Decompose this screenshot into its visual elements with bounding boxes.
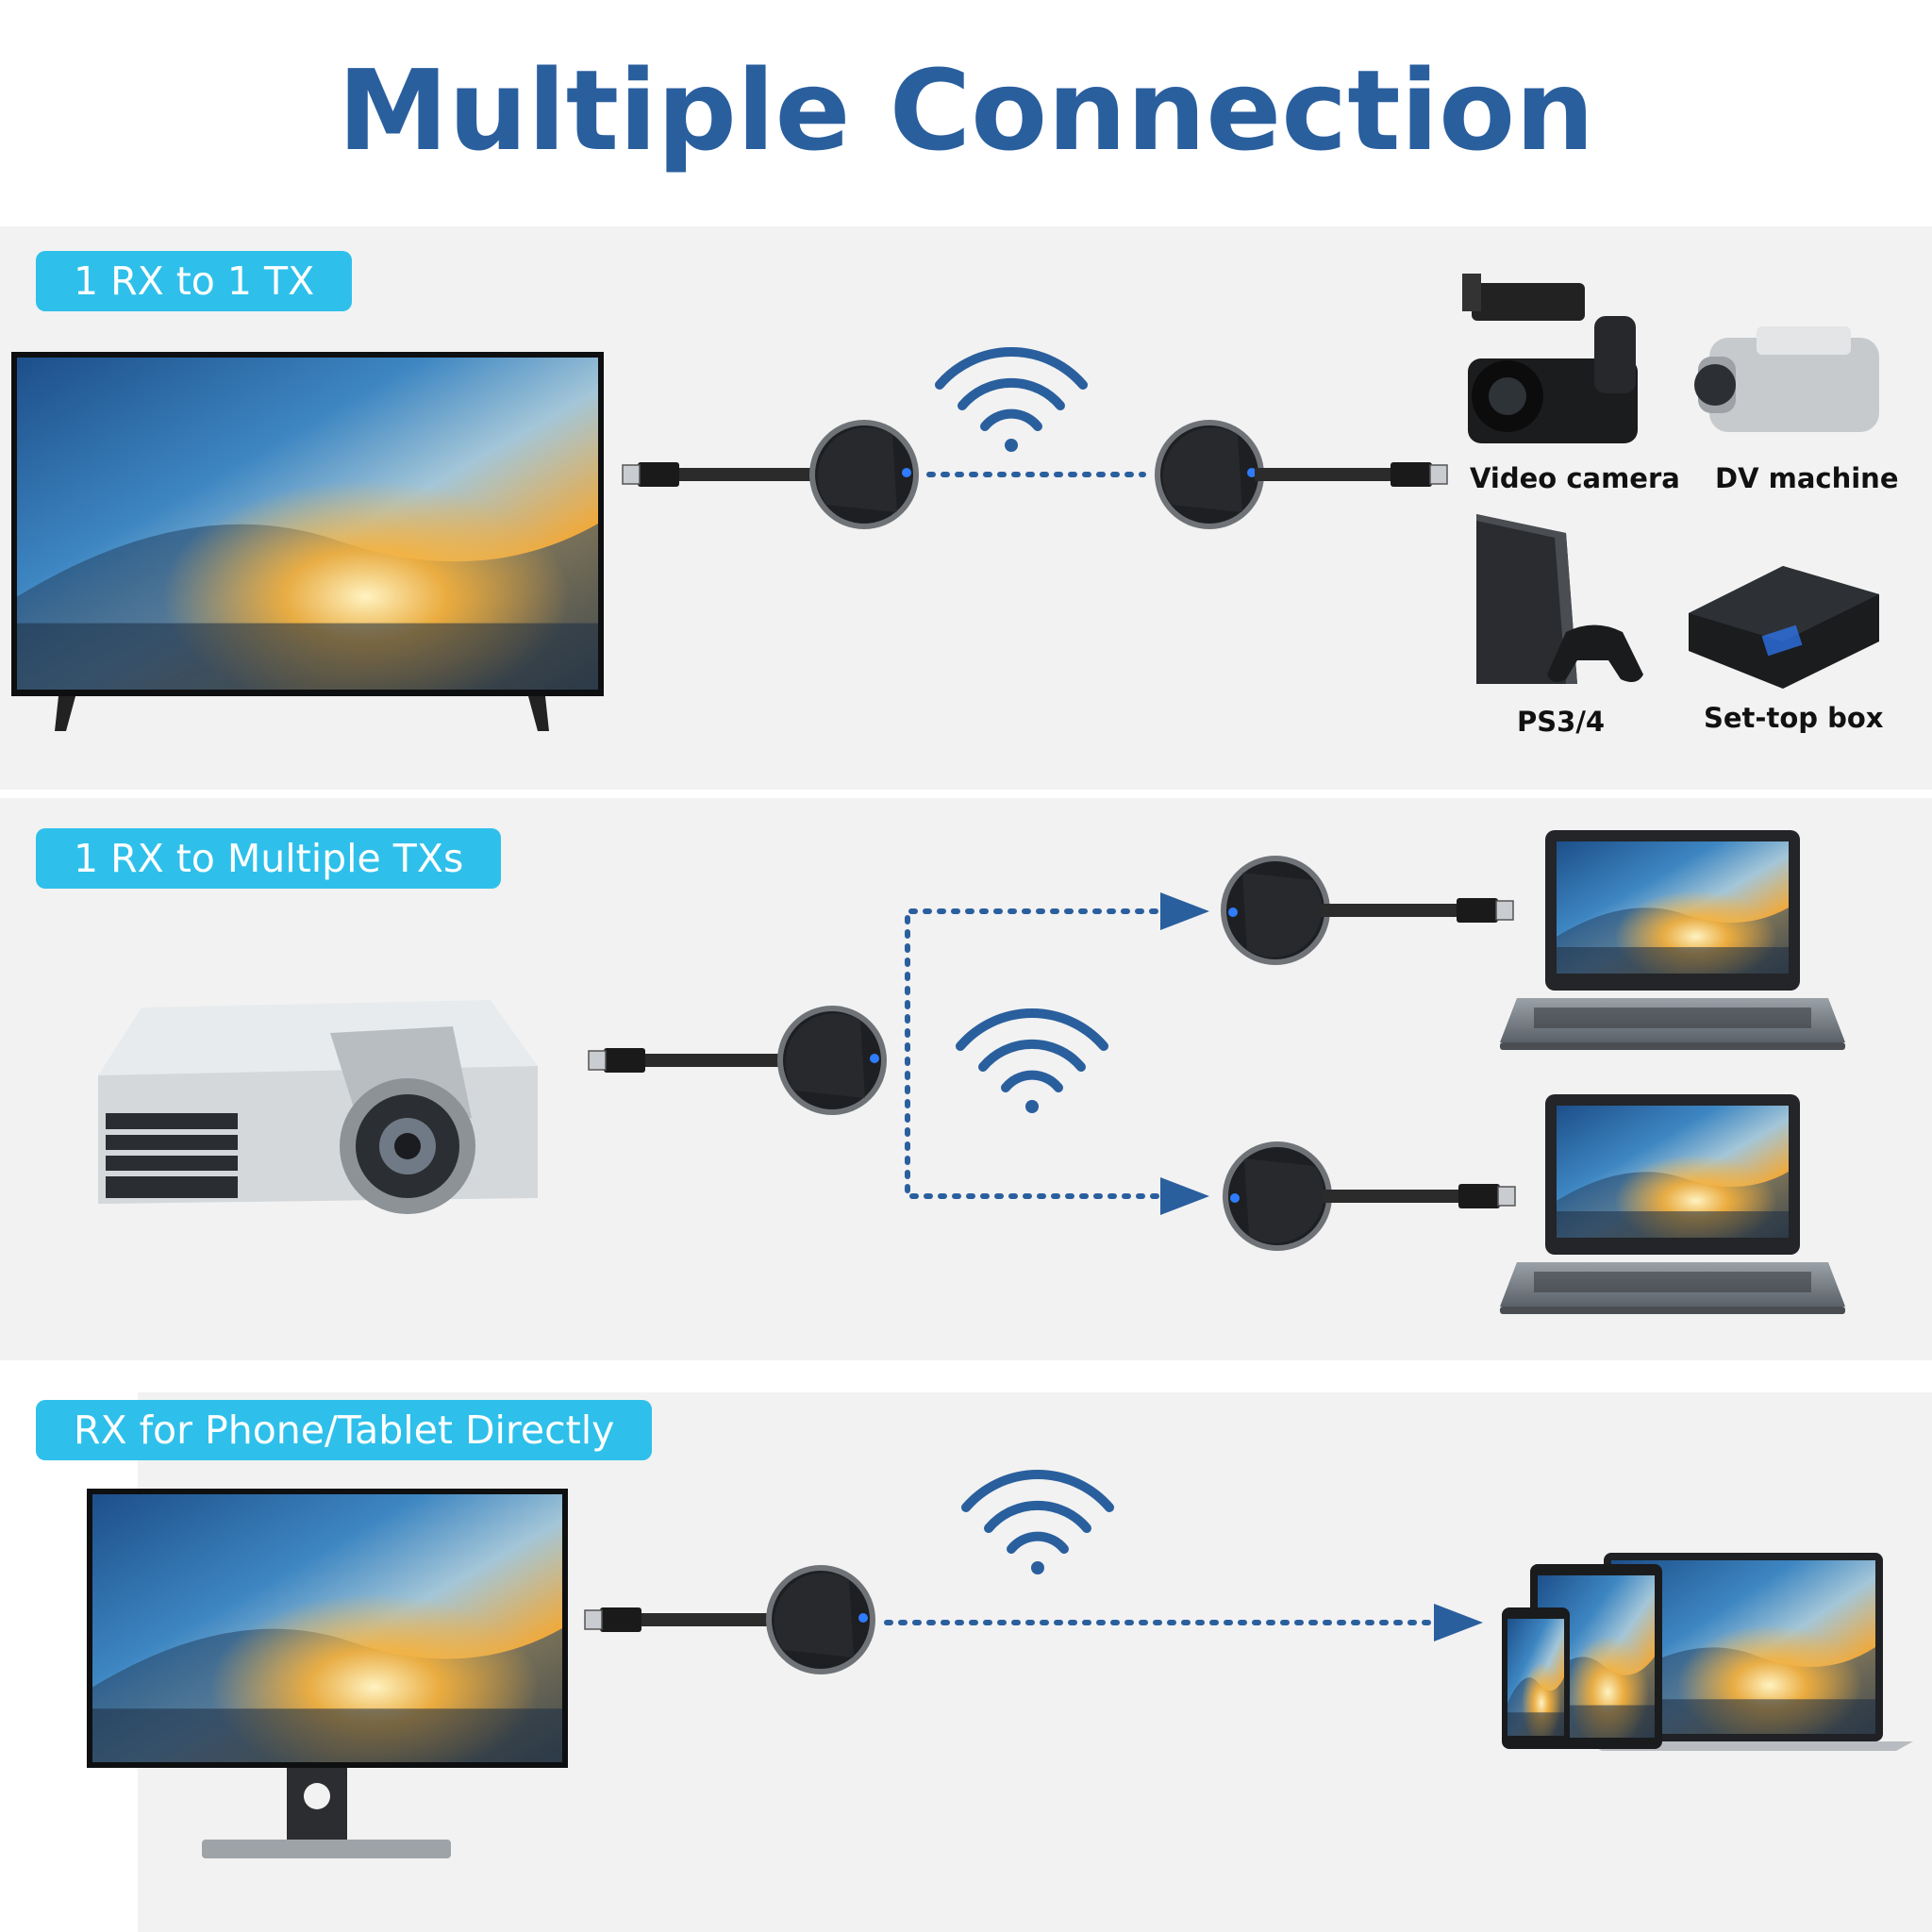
tx-cable-bottom [1223, 1141, 1516, 1251]
receiver-dongle [809, 420, 919, 529]
section-badge-1rx-1tx: 1 RX to 1 TX [36, 251, 353, 311]
receiver-dongle [777, 1006, 887, 1115]
device-label-dv-machine: DV machine [1715, 462, 1899, 494]
mobile-devices-icon [1502, 1553, 1913, 1751]
wifi-icon [966, 1474, 1109, 1574]
laptop-icon [1500, 830, 1845, 1050]
section-badge-phone-tablet: RX for Phone/Tablet Directly [36, 1400, 653, 1460]
tv-display [11, 352, 604, 731]
rx-cable-section-1 [622, 420, 919, 529]
wifi-icon [960, 1013, 1104, 1113]
device-label-ps: PS3/4 [1517, 706, 1606, 738]
rx-cable-section-2 [588, 1006, 887, 1115]
transmitter-dongle [1155, 420, 1264, 529]
dotted-branch [905, 892, 1209, 1215]
dv-machine-icon [1694, 326, 1879, 432]
monitor-display [87, 1489, 568, 1858]
tx-cable-top [1221, 856, 1514, 965]
laptop-icon [1500, 1094, 1845, 1314]
projector-icon [98, 1000, 538, 1214]
arrow-head [1434, 1604, 1483, 1641]
wifi-icon [940, 352, 1083, 452]
settop-box-icon [1689, 566, 1879, 689]
rx-cable-section-3 [584, 1565, 875, 1674]
page-title: Multiple Connection [337, 45, 1595, 175]
receiver-dongle [766, 1565, 875, 1674]
section-badge-1rx-multi-tx: 1 RX to Multiple TXs [36, 828, 502, 889]
tx-cable-section-1 [1155, 420, 1448, 529]
device-label-video-camera: Video camera [1470, 462, 1680, 494]
ps-console-icon [1476, 514, 1643, 684]
video-camera-icon [1462, 274, 1638, 443]
device-label-settop: Set-top box [1704, 702, 1884, 734]
